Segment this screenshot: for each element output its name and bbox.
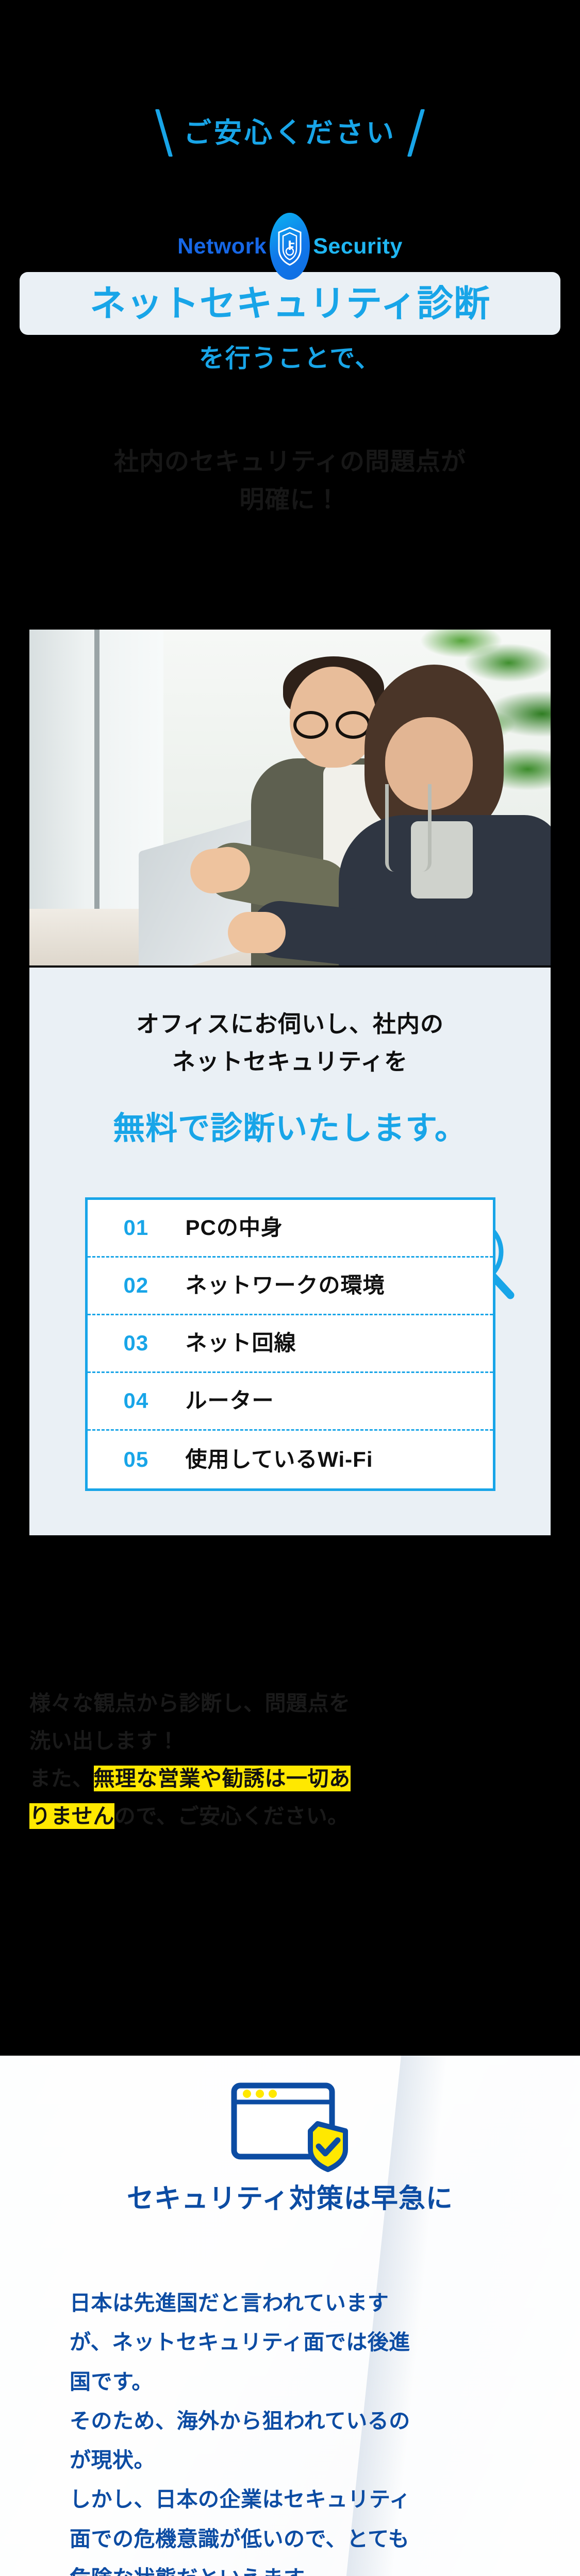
catch-copy-row: ご安心ください — [0, 102, 580, 164]
security-measures-section: セキュリティ対策は早急に 日本は先進国だと言われています が、ネットセキュリティ… — [0, 2056, 580, 2576]
closing-highlight-2: りません — [29, 1803, 114, 1829]
body-line: そのため、海外から狙われているの — [70, 2409, 410, 2433]
shield-keyhole-icon — [270, 213, 310, 280]
page-title: ネットセキュリティ診断 — [90, 283, 490, 324]
brand-word-security: Security — [313, 233, 403, 259]
list-item-label: ネット回線 — [185, 1331, 296, 1355]
closing-line-4-suffix: ので、ご安心ください。 — [114, 1804, 349, 1828]
body-line: 危険な状態だといえます。 — [70, 2558, 523, 2576]
list-item-label: ネットワークの環境 — [185, 1273, 385, 1298]
list-item: 05 使用しているWi-Fi — [88, 1431, 493, 1488]
body-line: が、ネットセキュリティ面では後進 — [70, 2330, 410, 2354]
brand-word-network: Network — [177, 233, 267, 259]
list-item-number: 04 — [123, 1388, 149, 1413]
info-card-heading: オフィスにお伺いし、社内の ネットセキュリティを — [29, 1006, 551, 1081]
list-item: 02 ネットワークの環境 — [87, 1258, 493, 1315]
list-item-label: ルーター — [185, 1388, 274, 1413]
closing-line-2: 洗い出します！ — [29, 1728, 179, 1753]
body-line: 国です。 — [70, 2369, 153, 2394]
list-item-number: 02 — [123, 1273, 149, 1298]
hero-muted-line-1: 社内のセキュリティの問題点が — [113, 448, 467, 476]
section-body-text: 日本は先進国だと言われています が、ネットセキュリティ面では後進 国です。 その… — [70, 2283, 523, 2576]
body-line: が現状。 — [70, 2448, 155, 2472]
hero-subtitle: を行うことで、 — [198, 345, 382, 372]
service-info-card: オフィスにお伺いし、社内の ネットセキュリティを 無料で診断いたします。 01 … — [29, 968, 551, 1535]
list-item-label: PCの中身 — [185, 1215, 283, 1240]
list-item-number: 03 — [123, 1331, 149, 1355]
office-consultation-photo — [29, 630, 551, 965]
list-item-number: 01 — [123, 1215, 149, 1240]
body-line: しかし、日本の企業はセキュリティ — [70, 2487, 411, 2512]
free-diagnosis-text: 無料で診断いたします。 — [113, 1110, 467, 1146]
closing-line-3: また、無理な営業や勧誘は一切あ — [29, 1760, 551, 1798]
hero-muted-line-2: 明確に！ — [239, 486, 341, 514]
closing-line-4: りませんので、ご安心ください。 — [29, 1798, 551, 1835]
body-line: 日本は先進国だと言われています — [70, 2291, 389, 2315]
closing-line-3-prefix: また、 — [29, 1766, 94, 1790]
closing-line-1: 様々な観点から診断し、問題点を — [29, 1691, 351, 1715]
list-item-label: 使用しているWi-Fi — [185, 1447, 373, 1471]
slash-right-decor — [407, 109, 425, 157]
info-card-heading-line-1: オフィスにお伺いし、社内の — [136, 1011, 444, 1037]
hero-section: ご安心ください Network Security ネットセキュリティ診断 を行う… — [0, 102, 580, 1835]
brand-lockup: Network Security — [0, 210, 580, 282]
slash-left-decor — [155, 109, 173, 157]
list-item: 04 ルーター — [87, 1373, 493, 1431]
catch-copy-text: ご安心ください — [184, 117, 396, 148]
section-title: セキュリティ対策は早急に — [127, 2184, 453, 2214]
browser-shield-check-icon — [221, 2074, 360, 2177]
list-item: 01 PCの中身 — [87, 1200, 493, 1258]
body-line: 面での危機意識が低いので、とても — [70, 2527, 410, 2551]
diagnosis-items-list: 01 PCの中身 02 ネットワークの環境 03 ネット回線 04 ルーター 0… — [85, 1197, 495, 1491]
hero-muted-copy: 社内のセキュリティの問題点が 明確に！ — [0, 443, 580, 520]
list-item-number: 05 — [123, 1447, 149, 1471]
list-item: 03 ネット回線 — [87, 1315, 493, 1373]
closing-highlight-1: 無理な営業や勧誘は一切あ — [93, 1765, 351, 1791]
page-title-pill: ネットセキュリティ診断 — [20, 272, 560, 335]
info-card-heading-line-2: ネットセキュリティを — [172, 1048, 408, 1075]
closing-paragraph: 様々な観点から診断し、問題点を 洗い出します！ また、無理な営業や勧誘は一切あ … — [29, 1685, 551, 1835]
